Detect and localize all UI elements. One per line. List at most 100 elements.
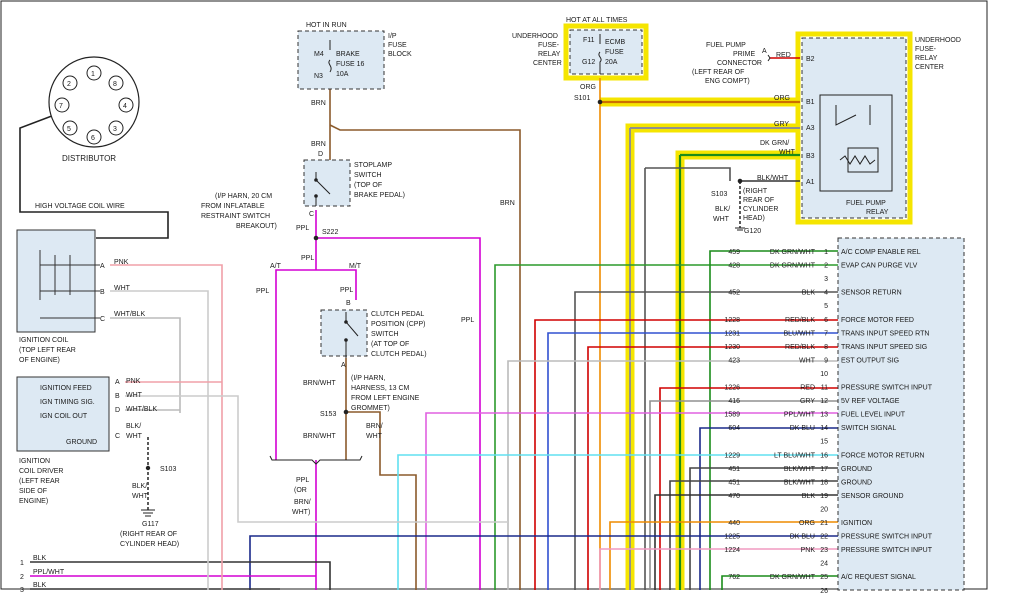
branch-mt: M/T [349,263,362,270]
driver-wire-b: WHT [126,392,143,399]
pcm-pin-26: 26 [820,588,828,595]
ignition-coil: A PNK B WHT C WHT/BLK IGNITION COIL (TOP… [16,229,145,364]
pcm-circuit-13: 1589 [724,412,740,419]
pcm-pin-21: 21 [820,520,828,527]
ip-fuse-name-1: BRAKE [336,51,360,58]
pcm-name-23: PRESSURE SWITCH INPUT [841,547,933,554]
pcm-circuit-8: 1230 [724,344,740,351]
driver-pin-d: D [115,407,120,414]
stoplamp-label-1: STOPLAMP [354,162,392,169]
fp-ground-note-1: (RIGHT [743,188,768,195]
pcm-circuit-21: 440 [728,520,740,527]
ecmb-fuse: HOT AT ALL TIMES F11 G12 ECMB FUSE 20A U… [512,17,643,105]
fp-ground-note-4: HEAD) [743,215,765,222]
pcm-circuit-4: 452 [728,290,740,297]
pcm-pin-18: 18 [820,479,828,486]
fp-ground-wire-2: WHT [713,216,730,223]
pcm-pin-2: 2 [824,263,828,270]
pcm-pin-7: 7 [824,330,828,337]
driver-wire-a: PNK [126,378,141,385]
ecmb-name-2: FUSE [605,49,624,56]
pcm-pin-11: 11 [821,385,828,392]
pcm-name-19: SENSOR GROUND [841,493,904,500]
pcm-wire-17: BLK/WHT [784,466,816,473]
fp-ground-id: G120 [744,228,761,235]
driver-row-out: IGN COIL OUT [40,413,88,420]
pcm-circuit-22: 1225 [724,534,740,541]
pcm-pin-23: 23 [820,547,828,554]
hot-at-all-times-label: HOT AT ALL TIMES [566,17,628,24]
ip-fuse-pin-in: M4 [314,51,324,58]
distributor-terminal-3: 3 [113,126,117,133]
fp-center-4: CENTER [915,64,944,71]
distributor-terminal-5: 5 [67,126,71,133]
pcm-name-21: IGNITION [841,520,872,527]
driver-pin-c: C [115,433,120,440]
fp-center-1: UNDERHOOD [915,37,961,44]
driver-wire-d: WHT/BLK [126,406,157,413]
ecmb-pin-out: G12 [582,59,595,66]
pcm-pin-5: 5 [824,303,828,310]
fp-conn-label-3: CONNECTOR [717,60,762,67]
ip-fuse-pin-out: N3 [314,73,323,80]
pcm-pin-24: 24 [820,561,828,568]
fp-wire-b3-1: DK GRN/ [760,140,789,147]
driver-label-3: (LEFT REAR [19,478,60,485]
clutch-label-5: CLUTCH PEDAL) [371,351,427,358]
pcm-pin-9: 9 [824,357,828,364]
driver-gnd-wire-1: BLK/ [132,483,147,490]
fp-wire-a3: GRY [774,121,789,128]
driver-ground-id: G117 [142,521,159,528]
distributor-terminal-6: 6 [91,135,95,142]
fp-conn-label-5: ENG COMPT) [705,78,750,85]
fp-ground-note-2: REAR OF [743,197,774,204]
branch-ppl-mt: PPL [340,287,353,294]
fp-pin-b3: B3 [806,153,815,160]
coil-wire-label: HIGH VOLTAGE COIL WIRE [35,203,125,210]
clutch-harness-1: (I/P HARN, [351,375,386,382]
pcm-name-25: A/C REQUEST SIGNAL [841,574,916,581]
fp-conn-pin: A [762,48,767,55]
branch-brn-right: BRN [500,200,515,207]
clutch-harness-4: GROMMET) [351,405,390,412]
pcm-pin-12: 12 [820,398,828,405]
pcm-pin-4: 4 [824,290,828,297]
distributor-terminal-2: 2 [67,81,71,88]
ip-block-label-1: I/P [388,33,397,40]
pcm-circuit-19: 470 [728,493,740,500]
clutch-pin-top: B [346,300,351,307]
pcm-pin-10: 10 [820,371,828,378]
distributor-terminal-8: 8 [113,81,117,88]
fp-pin-b2: B2 [806,56,815,63]
fp-wire-b2: RED [776,52,791,59]
left-row-num-1: 1 [20,560,24,567]
driver-wire-c: WHT [126,433,143,440]
fp-wire-a1: BLK/WHT [757,175,789,182]
pcm-pin-25: 25 [820,574,828,581]
or-label-4: WHT) [292,509,310,516]
pcm-circuit-12: 416 [728,398,740,405]
pcm-name-2: EVAP CAN PURGE VLV [841,263,918,270]
stoplamp-label-4: BRAKE PEDAL) [354,192,405,199]
distributor-terminal-7: 7 [59,103,63,110]
pcm-wire-22: DK BLU [790,534,815,541]
ecmb-splice: S101 [574,95,590,102]
pcm-wire-2: DK GRN/WHT [770,263,816,270]
stoplamp-harness-2: FROM INFLATABLE [201,203,265,210]
pcm-wire-14: DK BLU [790,425,815,432]
clutch-wire-right-1: BRN/ [366,423,383,430]
pcm-name-1: A/C COMP ENABLE REL [841,249,921,256]
fp-conn-label-1: FUEL PUMP [706,42,746,49]
distributor-terminal-4: 4 [123,103,127,110]
ip-fuse-out-wire: BRN [311,100,326,107]
driver-label-2: COIL DRIVER [19,468,63,475]
pcm-pin-19: 19 [820,493,828,500]
fuel-pump-relay: FUEL PUMP PRIME CONNECTOR (LEFT REAR OF … [692,37,961,235]
pcm-wire-25: DK GRN/WHT [770,574,816,581]
coil-pin-b: B [100,289,105,296]
ecmb-pin-in: F11 [583,37,595,44]
hot-in-run-label: HOT IN RUN [306,22,347,29]
pcm-name-9: EST OUTPUT SIG [841,357,899,364]
pcm-name-6: FORCE MOTOR FEED [841,317,914,324]
